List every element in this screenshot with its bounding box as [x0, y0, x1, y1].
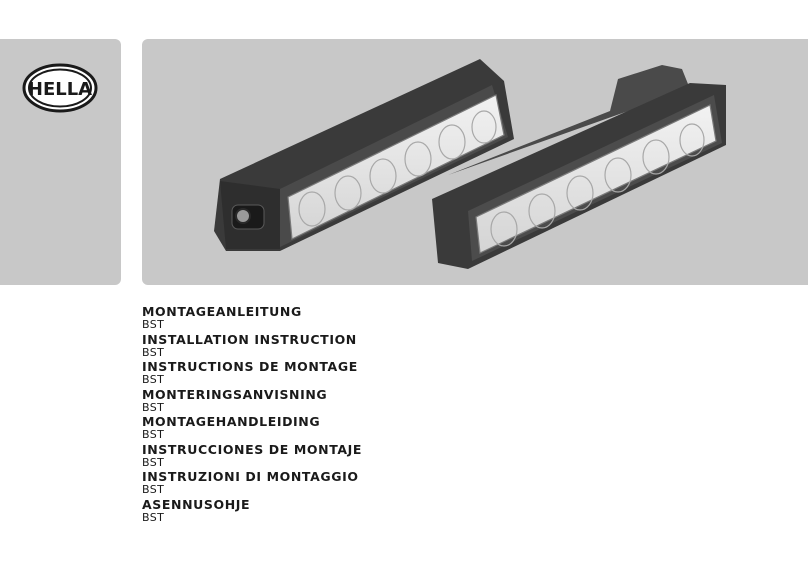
manual-title-list: MONTAGEANLEITUNG BST INSTALLATION INSTRU…: [142, 304, 362, 524]
title-de: MONTAGEANLEITUNG: [142, 304, 302, 319]
title-block-es: INSTRUCCIONES DE MONTAJE BST: [142, 442, 362, 470]
title-block-fr: INSTRUCTIONS DE MONTAGE BST: [142, 359, 362, 387]
title-es: INSTRUCCIONES DE MONTAJE: [142, 441, 363, 457]
title-en: INSTALLATION INSTRUCTION: [142, 331, 357, 347]
title-sv: MONTERINGSANVISNING: [142, 386, 328, 402]
product-illustration: [214, 59, 726, 269]
model-nl: BST: [142, 428, 165, 441]
title-block-fi: ASENNUSOHJE BST: [142, 497, 362, 525]
hella-logo: HELLA: [22, 63, 98, 113]
title-block-it: INSTRUZIONI DI MONTAGGIO BST: [142, 469, 362, 497]
model-es: BST: [142, 455, 165, 469]
title-fr: INSTRUCTIONS DE MONTAGE: [142, 359, 358, 374]
logo-panel: HELLA: [0, 39, 121, 285]
lamp-left: [214, 59, 514, 251]
model-en: BST: [142, 345, 165, 359]
lamp-right: [432, 65, 726, 269]
title-block-de: MONTAGEANLEITUNG BST: [142, 304, 362, 332]
model-fi: BST: [142, 510, 165, 524]
model-de: BST: [142, 318, 165, 331]
model-fr: BST: [142, 373, 165, 386]
model-sv: BST: [142, 400, 165, 414]
title-block-sv: MONTERINGSANVISNING BST: [142, 387, 362, 415]
title-block-en: INSTALLATION INSTRUCTION BST: [142, 332, 362, 360]
model-it: BST: [142, 483, 165, 496]
title-nl: MONTAGEHANDLEIDING: [142, 414, 321, 429]
title-block-nl: MONTAGEHANDLEIDING BST: [142, 414, 362, 442]
logo-text: HELLA: [28, 79, 92, 100]
title-fi: ASENNUSOHJE: [142, 496, 251, 512]
title-it: INSTRUZIONI DI MONTAGGIO: [142, 469, 359, 484]
product-image-panel: [142, 39, 808, 285]
